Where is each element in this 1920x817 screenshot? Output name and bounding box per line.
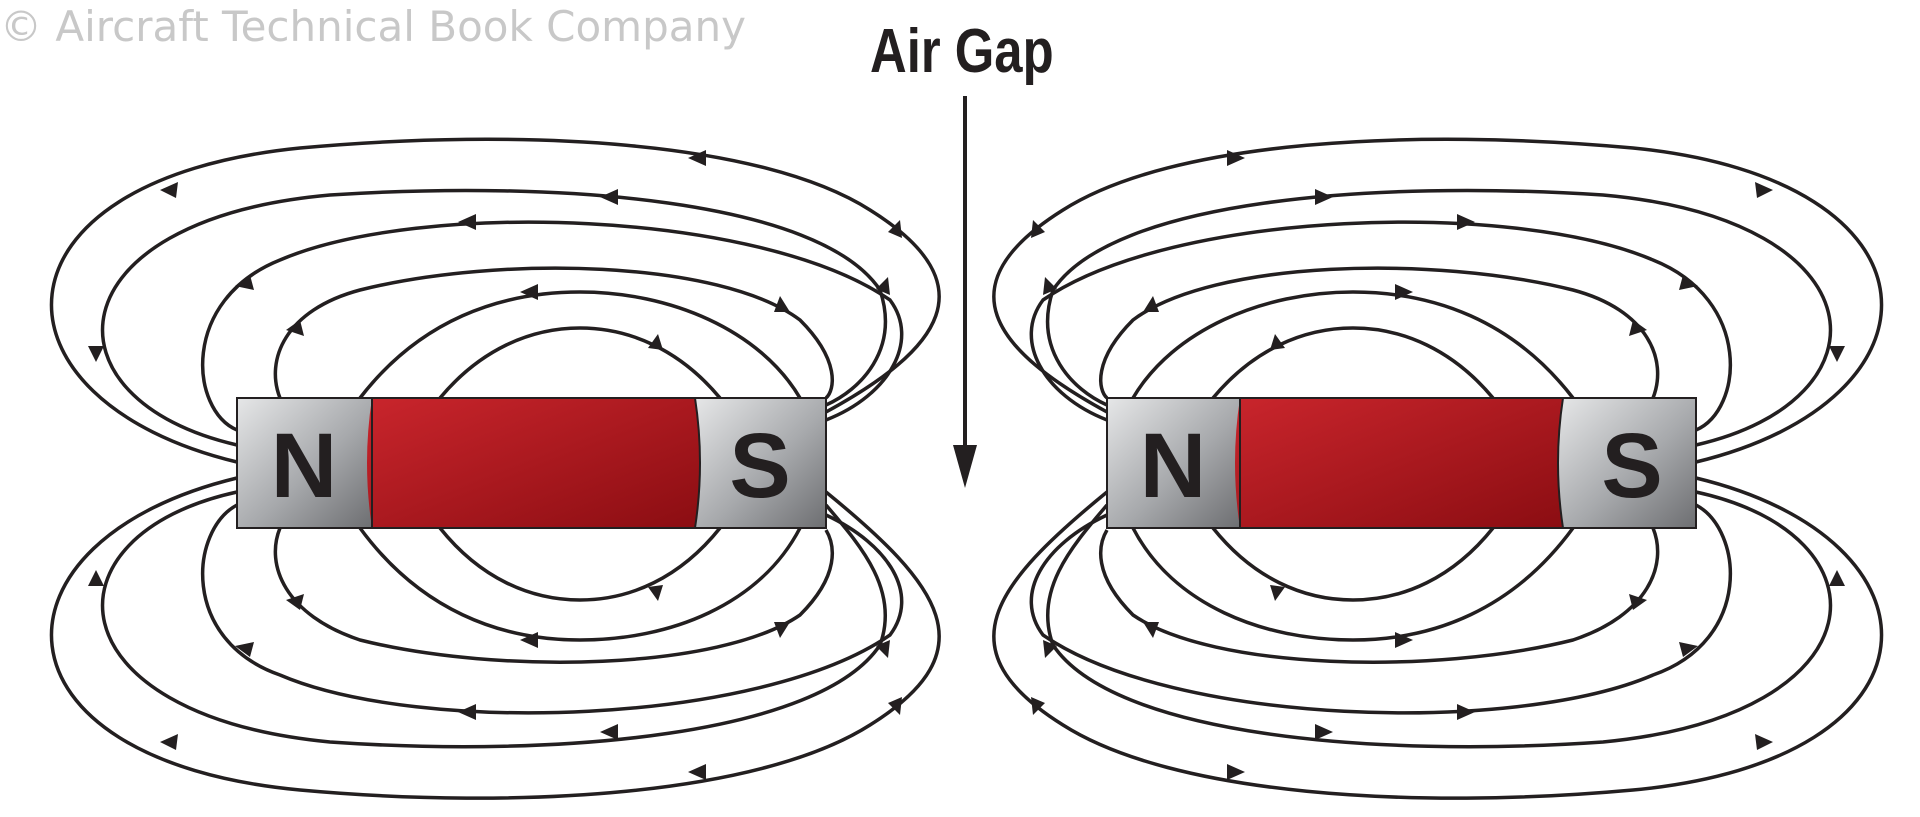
right-arrowheads bbox=[1031, 150, 1845, 780]
field-line bbox=[201, 503, 904, 715]
field-line bbox=[100, 188, 887, 447]
arrowhead bbox=[160, 182, 178, 198]
arrowhead bbox=[688, 764, 706, 780]
arrowhead bbox=[1315, 189, 1333, 205]
field-line bbox=[49, 137, 941, 464]
arrowhead bbox=[520, 632, 538, 648]
arrowhead bbox=[774, 296, 790, 312]
arrowhead bbox=[1629, 594, 1647, 610]
arrowhead bbox=[1829, 346, 1845, 362]
field-line bbox=[201, 220, 904, 432]
arrowhead bbox=[1143, 296, 1159, 312]
field-line bbox=[1046, 188, 1833, 447]
arrowhead bbox=[648, 585, 663, 601]
arrowhead bbox=[688, 150, 706, 166]
arrowhead bbox=[1829, 570, 1845, 586]
arrowhead bbox=[600, 724, 618, 740]
arrowhead bbox=[286, 320, 304, 336]
field-line bbox=[1211, 526, 1495, 602]
arrowhead bbox=[286, 594, 304, 610]
south-pole-label: S bbox=[729, 415, 790, 517]
field-line bbox=[992, 137, 1884, 464]
arrowhead bbox=[1270, 585, 1285, 601]
arrowhead bbox=[1315, 724, 1333, 740]
field-line bbox=[273, 266, 835, 400]
arrowhead bbox=[1031, 220, 1045, 238]
south-pole-label: S bbox=[1601, 415, 1662, 517]
arrowhead bbox=[1031, 697, 1045, 715]
right-magnet: N S bbox=[1106, 397, 1697, 529]
field-line bbox=[49, 476, 941, 800]
field-line bbox=[358, 526, 802, 642]
arrowhead bbox=[1679, 275, 1698, 290]
arrowhead bbox=[160, 734, 178, 750]
north-pole-label: N bbox=[1140, 415, 1206, 517]
arrowhead bbox=[88, 346, 104, 362]
field-line bbox=[1029, 220, 1732, 432]
field-line bbox=[1131, 526, 1575, 642]
arrowhead bbox=[648, 334, 663, 350]
arrowhead bbox=[520, 284, 538, 300]
arrowhead bbox=[1227, 150, 1245, 166]
arrowhead bbox=[876, 277, 890, 295]
arrowhead bbox=[876, 640, 890, 658]
left-arrowheads bbox=[88, 150, 902, 780]
left-field-lines bbox=[49, 137, 941, 800]
arrowhead bbox=[1457, 704, 1475, 720]
arrowhead bbox=[88, 570, 104, 586]
field-line bbox=[1046, 490, 1833, 749]
left-magnet: N S bbox=[236, 397, 827, 529]
field-line bbox=[273, 527, 835, 664]
arrowhead bbox=[1043, 640, 1057, 658]
arrowhead bbox=[235, 275, 254, 290]
field-line bbox=[438, 526, 722, 602]
arrowhead bbox=[1227, 764, 1245, 780]
arrowhead bbox=[1143, 622, 1159, 638]
north-pole bbox=[1106, 397, 1241, 529]
field-line bbox=[1098, 527, 1660, 664]
arrowhead bbox=[1755, 182, 1773, 198]
magnet-body bbox=[1235, 398, 1563, 528]
arrowhead bbox=[600, 189, 618, 205]
field-line bbox=[358, 290, 802, 400]
field-line bbox=[1029, 503, 1732, 715]
arrowhead bbox=[235, 642, 254, 657]
arrowhead bbox=[458, 704, 476, 720]
arrowhead bbox=[888, 220, 902, 238]
right-field-lines bbox=[992, 137, 1884, 800]
arrowhead bbox=[1629, 320, 1647, 336]
arrowhead bbox=[1679, 642, 1698, 657]
magnet-body bbox=[367, 398, 700, 528]
field-line bbox=[438, 326, 722, 400]
copyright-notice: © Aircraft Technical Book Company bbox=[0, 2, 746, 51]
arrowhead bbox=[1270, 334, 1285, 350]
air-gap-label: Air Gap bbox=[870, 17, 1054, 86]
arrowhead bbox=[774, 622, 790, 638]
arrowhead bbox=[1395, 632, 1413, 648]
arrowhead bbox=[888, 697, 902, 715]
field-line bbox=[1098, 266, 1660, 400]
arrowhead bbox=[1457, 214, 1475, 230]
arrowhead bbox=[1043, 277, 1057, 295]
field-line bbox=[1131, 290, 1575, 400]
field-line bbox=[100, 490, 887, 749]
arrowhead bbox=[1755, 734, 1773, 750]
arrowhead bbox=[1395, 284, 1413, 300]
field-line bbox=[992, 476, 1884, 800]
north-pole-label: N bbox=[271, 415, 337, 517]
field-line bbox=[1211, 326, 1495, 400]
arrowhead bbox=[458, 214, 476, 230]
air-gap-arrow bbox=[953, 96, 977, 488]
